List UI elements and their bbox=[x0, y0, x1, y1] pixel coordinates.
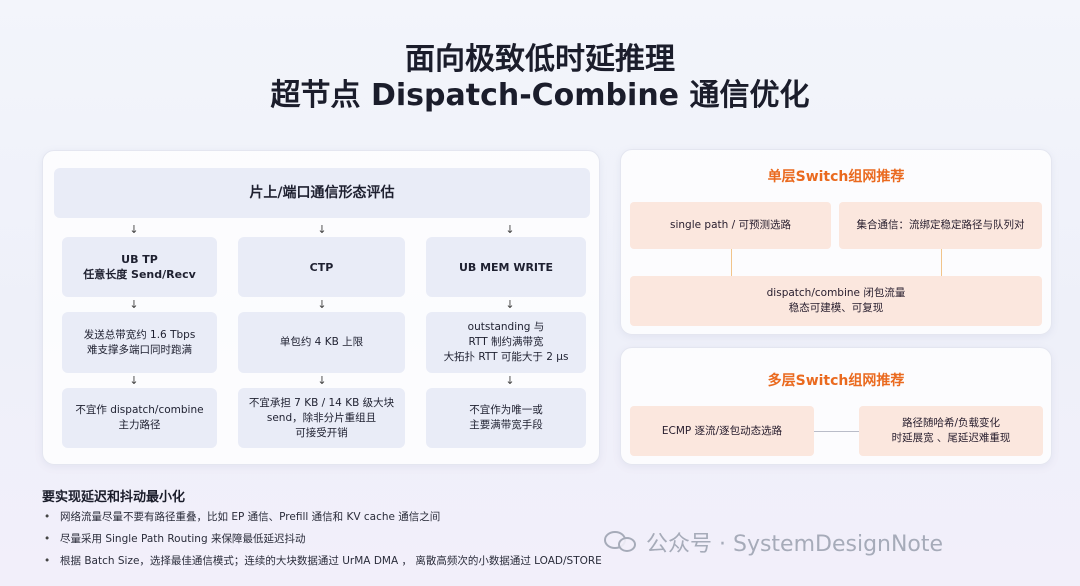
multi-switch-panel: 多层Switch组网推荐 ECMP 逐流/逐包动态选路 路径随哈希/负载变化 时… bbox=[620, 347, 1052, 465]
col1-detail: 发送总带宽约 1.6 Tbps 难支撑多端口同时跑满 bbox=[62, 312, 217, 373]
watermark-text: 公众号 · SystemDesignNote bbox=[646, 532, 944, 557]
arrow-down-icon: ↓ bbox=[129, 374, 139, 387]
arrow-down-icon: ↓ bbox=[505, 223, 515, 236]
col2-detail: 单包约 4 KB 上限 bbox=[238, 312, 405, 373]
col3-name: UB MEM WRITE bbox=[426, 237, 586, 297]
single-path-box: single path / 可预测选路 bbox=[630, 202, 831, 249]
col3-detail: outstanding 与 RTT 制约满带宽 大拓扑 RTT 可能大于 2 µ… bbox=[426, 312, 586, 373]
arrow-down-icon: ↓ bbox=[505, 374, 515, 387]
page-title-line2: 超节点 Dispatch-Combine 通信优化 bbox=[270, 78, 810, 113]
arrow-down-icon: ↓ bbox=[129, 298, 139, 311]
collective-comm-box: 集合通信：流绑定稳定路径与队列对 bbox=[839, 202, 1042, 249]
wechat-icon bbox=[604, 529, 638, 555]
path-variation-box: 路径随哈希/负载变化 时延展宽 、尾延迟难重现 bbox=[859, 406, 1043, 456]
col2-name: CTP bbox=[238, 237, 405, 297]
list-item: 根据 Batch Size，选择最佳通信模式；连续的大块数据通过 UrMA DM… bbox=[44, 550, 602, 572]
arrow-down-icon: ↓ bbox=[317, 223, 327, 236]
list-item: 尽量采用 Single Path Routing 来保障最低延迟抖动 bbox=[44, 528, 602, 550]
watermark: 公众号 · SystemDesignNote bbox=[604, 526, 943, 558]
single-switch-panel: 单层Switch组网推荐 single path / 可预测选路 集合通信：流绑… bbox=[620, 149, 1052, 335]
list-item: 网络流量尽量不要有路径重叠，比如 EP 通信、Prefill 通信和 KV ca… bbox=[44, 506, 602, 528]
multi-switch-title: 多层Switch组网推荐 bbox=[767, 373, 905, 389]
evaluation-header: 片上/端口通信形态评估 bbox=[54, 168, 590, 218]
summary-title: 要实现延迟和抖动最小化 bbox=[42, 490, 186, 505]
col3-conclusion: 不宜作为唯一或 主要满带宽手段 bbox=[426, 388, 586, 448]
page-title-line1: 面向极致低时延推理 bbox=[405, 42, 675, 77]
col2-conclusion: 不宜承担 7 KB / 14 KB 级大块 send，除非分片重组且 可接受开销 bbox=[238, 388, 405, 448]
connector-line bbox=[814, 431, 859, 432]
dispatch-combine-box: dispatch/combine 闭包流量 稳态可建模、可复现 bbox=[630, 276, 1042, 326]
single-switch-title: 单层Switch组网推荐 bbox=[767, 169, 905, 185]
arrow-down-icon: ↓ bbox=[129, 223, 139, 236]
ecmp-box: ECMP 逐流/逐包动态选路 bbox=[630, 406, 814, 456]
connector-line bbox=[941, 249, 942, 276]
evaluation-panel: 片上/端口通信形态评估 ↓ ↓ ↓ UB TP 任意长度 Send/Recv C… bbox=[42, 150, 600, 465]
col1-conclusion: 不宜作 dispatch/combine 主力路径 bbox=[62, 388, 217, 448]
col1-name: UB TP 任意长度 Send/Recv bbox=[62, 237, 217, 297]
connector-line bbox=[731, 249, 732, 276]
summary-list: 网络流量尽量不要有路径重叠，比如 EP 通信、Prefill 通信和 KV ca… bbox=[44, 506, 602, 572]
arrow-down-icon: ↓ bbox=[317, 374, 327, 387]
arrow-down-icon: ↓ bbox=[505, 298, 515, 311]
arrow-down-icon: ↓ bbox=[317, 298, 327, 311]
